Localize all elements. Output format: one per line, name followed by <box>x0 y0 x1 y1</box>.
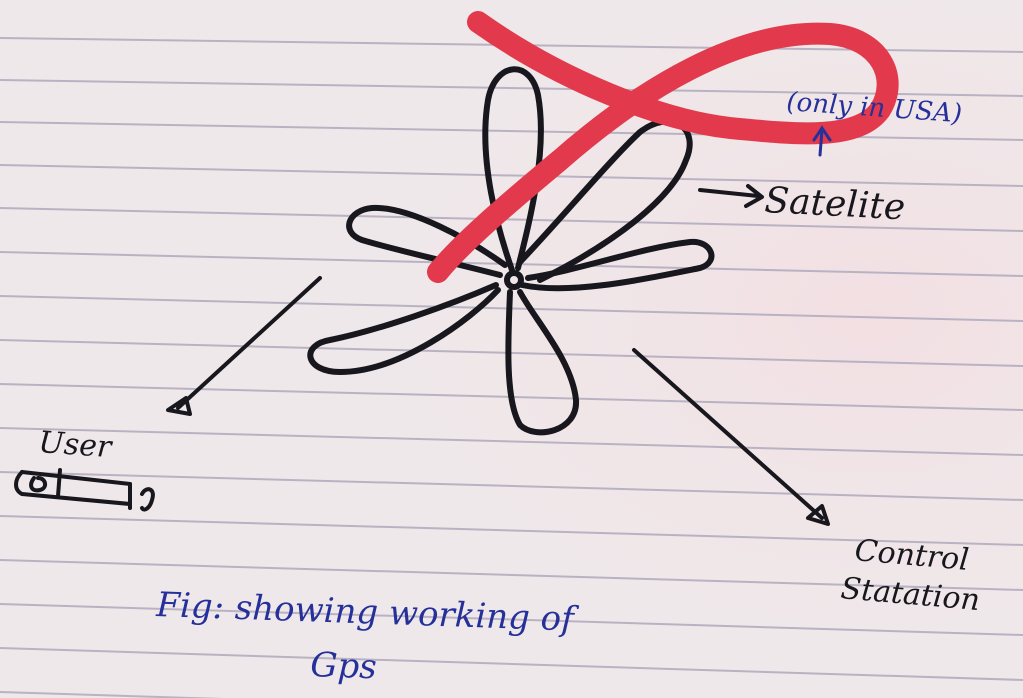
figure-caption-line2: Gps <box>310 645 378 687</box>
satellite-label: Satelite <box>764 180 907 228</box>
user-label: User <box>37 425 114 465</box>
